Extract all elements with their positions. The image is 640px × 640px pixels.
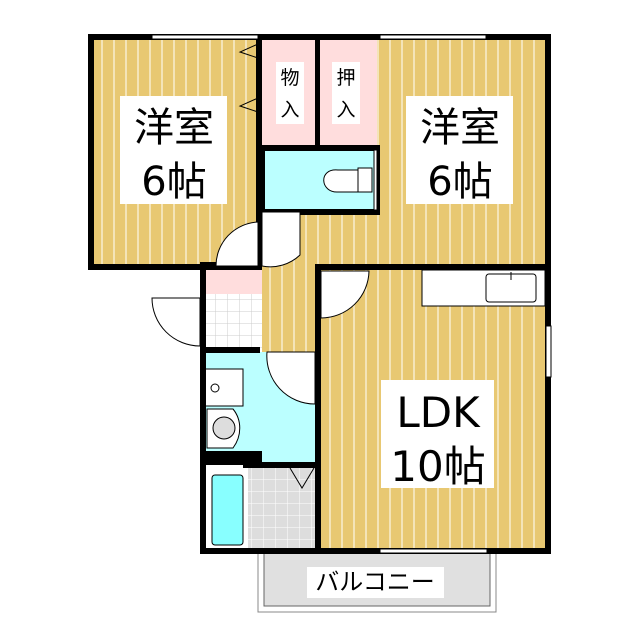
door-toilet-hall: [261, 211, 301, 268]
bathtub-icon: [211, 474, 244, 546]
storage-label-2: 入: [280, 99, 299, 121]
folding-door-icon: [289, 467, 315, 489]
door-west-bedroom: [215, 221, 259, 267]
door-ldk: [320, 270, 370, 319]
east-bedroom-size: 6帖: [427, 159, 492, 205]
shower-room: [248, 468, 318, 550]
hallway-floor-lower: [262, 266, 320, 352]
door-washroom: [266, 351, 316, 405]
balcony: バルコニー: [257, 549, 497, 613]
closet-label-1: 押: [336, 67, 355, 89]
ldk-name: LDK: [396, 388, 481, 437]
east-bedroom-name: 洋室: [420, 105, 500, 151]
toilet-icon: [323, 167, 373, 193]
washbasin-icon: [206, 408, 241, 449]
balcony-label: バルコニー: [315, 568, 435, 596]
closet-label-2: 入: [336, 99, 355, 121]
entrance-tile: [205, 294, 262, 350]
west-bedroom-name: 洋室: [134, 105, 214, 151]
walls: [88, 34, 551, 554]
doors: [151, 43, 370, 405]
west-bedroom-size: 6帖: [141, 159, 206, 205]
windows: [151, 34, 552, 554]
kitchen-counter: [421, 269, 546, 307]
storage-label-1: 物: [280, 67, 299, 89]
entrance-door: [151, 297, 201, 347]
closet-folding-door: [238, 43, 259, 113]
ldk-size: 10帖: [390, 442, 485, 491]
entrance-step: [205, 270, 262, 294]
